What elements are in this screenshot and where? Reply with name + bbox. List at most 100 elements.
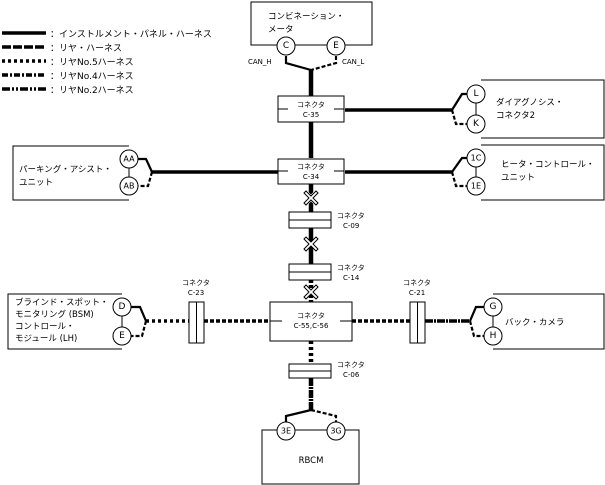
bsm-name-line-4: モジュール (LH) (15, 334, 77, 344)
connector-c06[interactable]: コネクタ C-06 (288, 360, 365, 379)
unit-back-camera[interactable]: バック・カメラ G H (483, 293, 605, 350)
parking-pin-aa-label: AA (123, 155, 135, 164)
c21-title: コネクタ (403, 278, 431, 287)
wire-parking-ab (138, 171, 154, 188)
connector-c23[interactable]: コネクタ C-23 (182, 278, 210, 344)
legend-label-long-dash: ：リヤ・ハーネス (50, 43, 122, 54)
wire-camera-h (468, 320, 484, 338)
connector-c21[interactable]: コネクタ C-21 (403, 278, 431, 344)
connector-c35[interactable]: コネクタ C-35 (277, 95, 345, 123)
diag-pin-k-label: K (473, 119, 480, 129)
wires (131, 56, 484, 423)
diag-name-line-1: ダイアグノシス・ (496, 97, 563, 108)
bsm-pin-d-label: D (119, 302, 126, 312)
unit-diagnosis-connector[interactable]: ダイアグノシス・ コネクタ2 L K (466, 79, 605, 139)
legend-label-dash-dot: ：リヤNo.4ハーネス (50, 71, 134, 82)
rbcm-pin-3e (276, 421, 296, 441)
legend-label-dash-dot-dot: ：リヤNo.2ハーネス (50, 85, 134, 96)
c35-id: C-35 (303, 111, 319, 119)
wire-diag-k (450, 109, 467, 126)
wire-camera-g (468, 305, 484, 322)
camera-pin-h (483, 326, 503, 346)
twist-mark-1 (303, 190, 319, 206)
wire-heater-1e (450, 171, 467, 188)
can-l-label: CAN_L (342, 58, 364, 66)
twist-mark-3 (303, 284, 319, 300)
legend: ：インストルメント・パネル・ハーネス ：リヤ・ハーネス ：リヤNo.5ハーネス … (2, 29, 212, 96)
connector-c14[interactable]: コネクタ C-14 (288, 263, 365, 282)
unit-bsm-control-module[interactable]: ブラインド・スポット・ モニタリング (BSM) コントロール・ モジュール (… (7, 293, 132, 350)
unit-rbcm[interactable]: RBCM 3E 3G (261, 421, 360, 485)
camera-pin-g-label: G (490, 302, 497, 312)
c09-id: C-09 (343, 222, 359, 230)
c14-title: コネクタ (337, 263, 365, 272)
wire-meter-can-l (310, 56, 338, 72)
bsm-name-line-2: モニタリング (BSM) (15, 309, 94, 320)
meter-pin-e-label: E (333, 41, 339, 51)
rbcm-pin-3g (326, 421, 346, 441)
legend-label-dotted: ：リヤNo.5ハーネス (50, 57, 134, 68)
heater-name-line-1: ヒータ・コントロール・ (501, 160, 595, 170)
twist-mark-2 (303, 236, 319, 252)
heater-pin-1e-label: 1E (471, 182, 481, 191)
camera-name: バック・カメラ (505, 318, 564, 328)
camera-pin-g (483, 297, 503, 317)
bsm-name-line-1: ブラインド・スポット・ (15, 297, 109, 308)
c09-title: コネクタ (337, 211, 365, 220)
wire-parking-aa (138, 157, 153, 173)
c06-id: C-06 (343, 371, 360, 379)
c35-title: コネクタ (297, 100, 325, 109)
bsm-pin-e (112, 326, 132, 346)
unit-heater-control[interactable]: ヒータ・コントロール・ ユニット 1C 1E (466, 144, 605, 201)
c34-title: コネクタ (297, 162, 325, 171)
c21-id: C-21 (409, 289, 425, 297)
heater-name-line-2: ユニット (501, 173, 535, 183)
wire-rbcm-3e (284, 408, 312, 423)
meter-pin-c (276, 36, 296, 56)
wire-heater-1c (451, 156, 467, 173)
diag-pin-l (466, 84, 486, 104)
diag-pin-l-label: L (473, 89, 478, 99)
c55-title: コネクタ (297, 311, 325, 320)
meter-pin-c-label: C (283, 41, 289, 51)
wire-rbcm-3g (310, 408, 338, 423)
camera-pin-h-label: H (490, 331, 497, 341)
bsm-name-line-3: コントロール・ (15, 322, 75, 332)
parking-name-line-1: パーキング・アシスト・ (19, 164, 112, 175)
c06-title: コネクタ (337, 360, 365, 369)
unit-parking-assist[interactable]: パーキング・アシスト・ ユニット AA AB (12, 145, 139, 201)
meter-name-line-2: メータ (268, 25, 294, 35)
unit-combination-meter[interactable]: コンビネーション・ メータ C E CAN_H CAN_L (248, 1, 373, 66)
wire-meter-can-h (284, 56, 312, 72)
meter-pin-e (326, 36, 346, 56)
wire-bsm-d (131, 305, 148, 322)
rbcm-pin-3e-label: 3E (281, 427, 291, 436)
c34-id: C-34 (303, 173, 320, 181)
heater-pin-1c-label: 1C (471, 154, 482, 163)
heater-pin-1c (466, 148, 486, 168)
connector-c34[interactable]: コネクタ C-34 (277, 158, 345, 185)
parking-name-line-2: ユニット (19, 178, 53, 188)
diag-name-line-2: コネクタ2 (496, 111, 535, 121)
wire-diag-l (451, 92, 467, 111)
wire-bsm-e (131, 320, 148, 338)
parking-pin-ab (119, 176, 139, 196)
can-h-label: CAN_H (248, 58, 272, 66)
parking-pin-ab-label: AB (124, 182, 135, 191)
rbcm-pin-3g-label: 3G (330, 427, 341, 436)
meter-name-line-1: コンビネーション・ (268, 12, 344, 22)
connector-c55-c56[interactable]: コネクタ C-55,C-56 (269, 301, 353, 342)
legend-label-solid: ：インストルメント・パネル・ハーネス (50, 29, 212, 40)
c14-id: C-14 (343, 274, 360, 282)
diag-pin-k (466, 114, 486, 134)
twisted-pair-marks (303, 190, 319, 300)
c23-id: C-23 (188, 289, 204, 297)
heater-pin-1e (466, 176, 486, 196)
parking-pin-aa (119, 149, 139, 169)
bsm-pin-e-label: E (119, 331, 125, 341)
bsm-pin-d (112, 297, 132, 317)
connector-c09[interactable]: コネクタ C-09 (288, 211, 365, 230)
c55-id: C-55,C-56 (294, 322, 329, 330)
rbcm-name: RBCM (299, 456, 324, 466)
